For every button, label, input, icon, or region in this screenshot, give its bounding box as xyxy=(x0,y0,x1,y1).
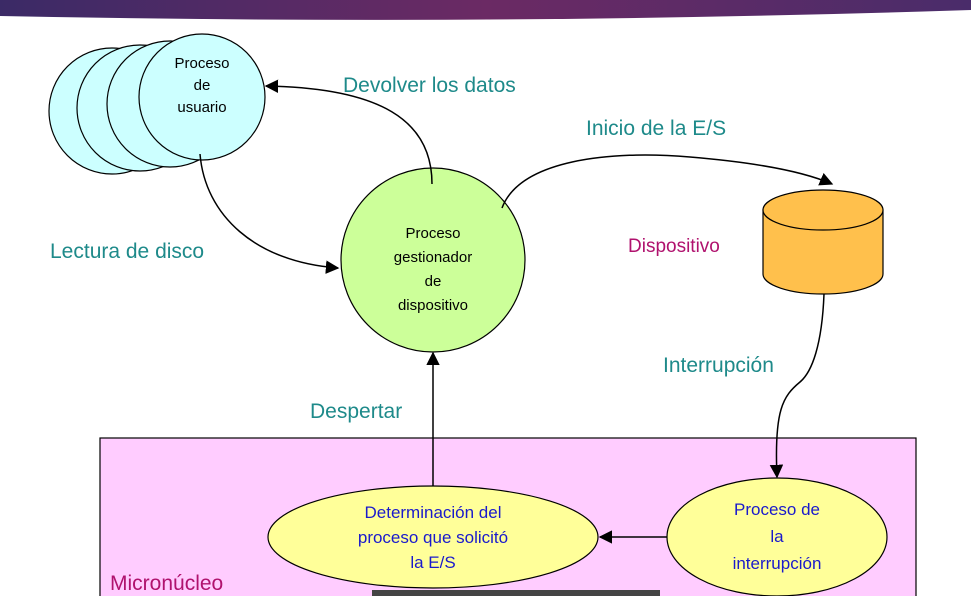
start-io-arrow xyxy=(501,154,834,209)
interrupt-label: Interrupción xyxy=(663,354,774,377)
device-cylinder xyxy=(762,189,884,295)
user-process-stack xyxy=(48,33,266,175)
user-process-line3: usuario xyxy=(177,99,226,116)
interrupt-arrow xyxy=(769,293,825,479)
determination-line1: Determinación del xyxy=(364,503,501,522)
wake-up-label: Despertar xyxy=(310,400,402,423)
user-process-line1: Proceso xyxy=(174,55,229,72)
disk-read-label: Lectura de disco xyxy=(50,240,204,263)
device-manager-line4: dispositivo xyxy=(398,297,468,314)
interrupt-process-line3: interrupción xyxy=(733,554,822,573)
return-data-arrow xyxy=(264,79,433,185)
user-process-line2: de xyxy=(194,77,211,94)
disk-read-arrow xyxy=(199,153,340,274)
determination-line3: la E/S xyxy=(410,553,455,572)
device-label: Dispositivo xyxy=(628,236,720,257)
return-data-label: Devolver los datos xyxy=(343,74,516,97)
kernel-label: Micronúcleo xyxy=(110,572,223,595)
device-manager-line1: Proceso xyxy=(405,225,460,242)
start-io-label: Inicio de la E/S xyxy=(586,117,726,140)
device-manager-line3: de xyxy=(425,273,442,290)
determination-line2: proceso que solicitó xyxy=(358,528,508,547)
interrupt-process-line1: Proceso de xyxy=(734,500,820,519)
interrupt-process-line2: la xyxy=(770,527,784,546)
device-manager-line2: gestionador xyxy=(394,249,472,266)
header-band xyxy=(0,0,971,20)
bottom-tab xyxy=(372,590,660,596)
